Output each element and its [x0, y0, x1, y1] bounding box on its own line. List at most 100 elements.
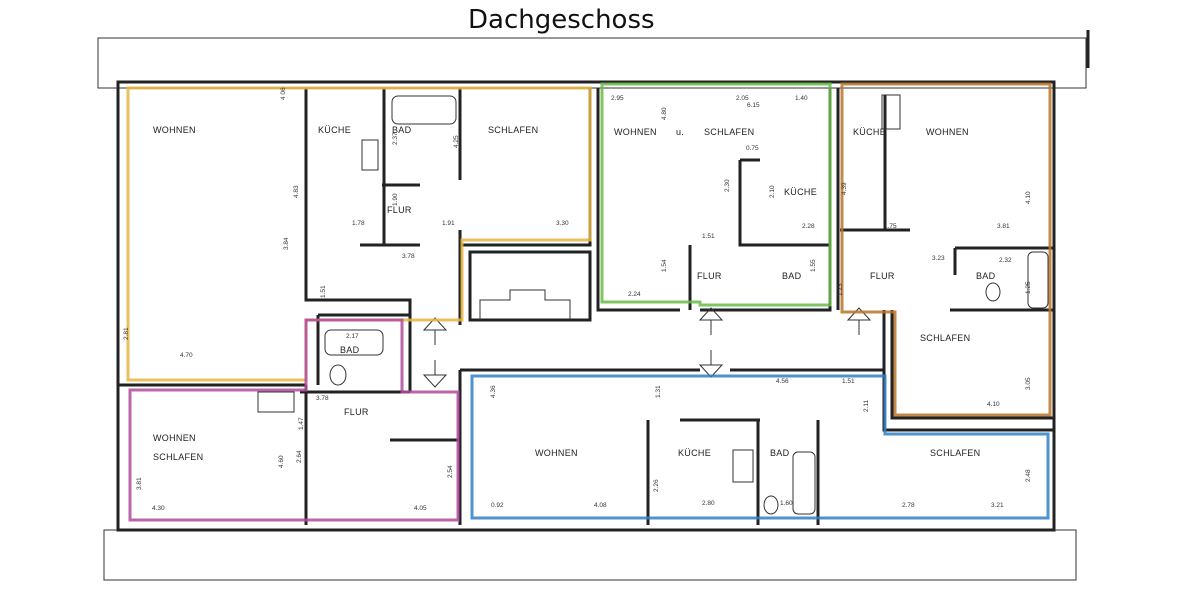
dimension-label: 2.78 [902, 502, 915, 509]
dimension-label: 2.95 [611, 95, 624, 102]
bathtub-icon [324, 329, 384, 356]
dimension-label: 3.78 [402, 253, 415, 260]
dimension-label: 1.54 [661, 259, 668, 272]
apartment-outline-1 [126, 86, 592, 382]
staircase [479, 289, 571, 320]
dimension-label: 1.78 [352, 220, 365, 227]
dimension-label: 4.39 [841, 182, 848, 195]
dimension-label: 4.83 [293, 185, 300, 198]
dimension-label: 1.47 [298, 417, 305, 430]
room-label: FLUR [870, 271, 895, 281]
room-label: WOHNEN [535, 448, 578, 458]
fixtures [257, 94, 1049, 515]
dimension-label: 3.84 [283, 237, 290, 250]
dimension-label: 3.81 [997, 223, 1010, 230]
stove-icon [361, 139, 379, 171]
dimension-label: 4 06 [280, 87, 287, 100]
room-label: WOHNEN [153, 433, 196, 443]
room-label: SCHLAFEN [153, 452, 203, 462]
apartment-outline-3 [600, 82, 832, 307]
dimension-label: 1.51 [842, 378, 855, 385]
dimension-label: 1.23 [837, 283, 844, 296]
apartment-outline-2 [128, 318, 460, 522]
room-label: SCHLAFEN [488, 125, 538, 135]
room-label: BAD [392, 125, 412, 135]
room-label: WOHNEN [926, 127, 969, 137]
dimension-label: 4.08 [594, 502, 607, 509]
plan-title: Dachgeschoss [468, 5, 655, 35]
dimension-label: 0.92 [491, 502, 504, 509]
dimension-label: 2.26 [653, 479, 660, 492]
dimension-label: 1.51 [320, 285, 327, 298]
toilet-icon [763, 495, 779, 515]
room-label: WOHNEN [153, 125, 196, 135]
outer-walls [116, 80, 1056, 532]
room-label: BAD [782, 271, 802, 281]
room-label: u. [676, 127, 684, 137]
dimension-label: 4.05 [414, 505, 427, 512]
arrow-up-icon [698, 307, 724, 335]
dimension-label: 4.60 [278, 455, 285, 468]
apartment-outline-5 [470, 374, 1050, 520]
dimension-label: 3.78 [316, 395, 329, 402]
dimension-label: 2.28 [802, 223, 815, 230]
dimension-label: 2.80 [702, 500, 715, 507]
room-label: FLUR [344, 407, 369, 417]
room-label: BAD [976, 271, 996, 281]
dimension-label: 2.05 [736, 95, 749, 102]
dimension-label: 2.81 [123, 327, 130, 340]
dimension-label: 2.64 [296, 450, 303, 463]
dimension-label: 1.91 [442, 220, 455, 227]
dimension-label: 3.05 [1025, 377, 1032, 390]
dimension-label: 3.81 [136, 477, 143, 490]
arrow-up-icon [846, 307, 872, 335]
bathtub-icon [391, 95, 457, 125]
bathtub-icon [792, 451, 816, 515]
dimension-label: 2.11 [863, 399, 870, 412]
roof-eave-bottom [103, 529, 1077, 581]
dimension-label: 6.15 [747, 102, 760, 109]
arrow-up-icon [422, 317, 448, 345]
room-label: BAD [340, 345, 360, 355]
dimension-label: 1.25 [1025, 281, 1032, 294]
toilet-icon [329, 364, 347, 386]
dimension-label: 1.90 [392, 193, 399, 206]
entry-arrows [422, 307, 872, 388]
dimension-label: 2.37 [392, 132, 399, 145]
dimension-label: 4.36 [490, 385, 497, 398]
interior-walls [118, 88, 1054, 525]
apartment-outline-4 [840, 82, 1052, 417]
dimension-label: 0.75 [746, 145, 759, 152]
dimension-label: 4.30 [152, 505, 165, 512]
dimension-label: 4.10 [987, 401, 1000, 408]
room-label: WOHNEN [614, 127, 657, 137]
room-label: KÜCHE [853, 127, 886, 137]
stove-icon [257, 391, 295, 413]
room-label: FLUR [697, 271, 722, 281]
dimension-label: 1.31 [655, 385, 662, 398]
dimension-label: 4.56 [776, 378, 789, 385]
room-label: FLUR [387, 205, 412, 215]
bathtub-icon [1027, 251, 1049, 309]
dimension-label: 4.80 [661, 107, 668, 120]
room-label: KÜCHE [318, 125, 351, 135]
dimension-label: 2.32 [999, 257, 1012, 264]
room-label: KÜCHE [784, 187, 817, 197]
dimension-label: 2.48 [1025, 469, 1032, 482]
stove-icon [732, 449, 754, 483]
dimension-label: 2.24 [628, 291, 641, 298]
stove-icon [881, 94, 901, 130]
dimension-label: 2.17 [346, 333, 359, 340]
dimension-label: 1.51 [702, 233, 715, 240]
dimension-label: 3.30 [556, 220, 569, 227]
dimension-label: 2.10 [769, 185, 776, 198]
dimension-label: 1.55 [810, 259, 817, 272]
roof-eave-top [97, 37, 1087, 89]
room-label: BAD [770, 448, 790, 458]
dimension-label: 3.21 [991, 502, 1004, 509]
dimension-label: 4.70 [180, 352, 193, 359]
dimension-label: 4.10 [1025, 191, 1032, 204]
dimension-label: 2.30 [724, 179, 731, 192]
arrow-down-icon [422, 360, 448, 388]
